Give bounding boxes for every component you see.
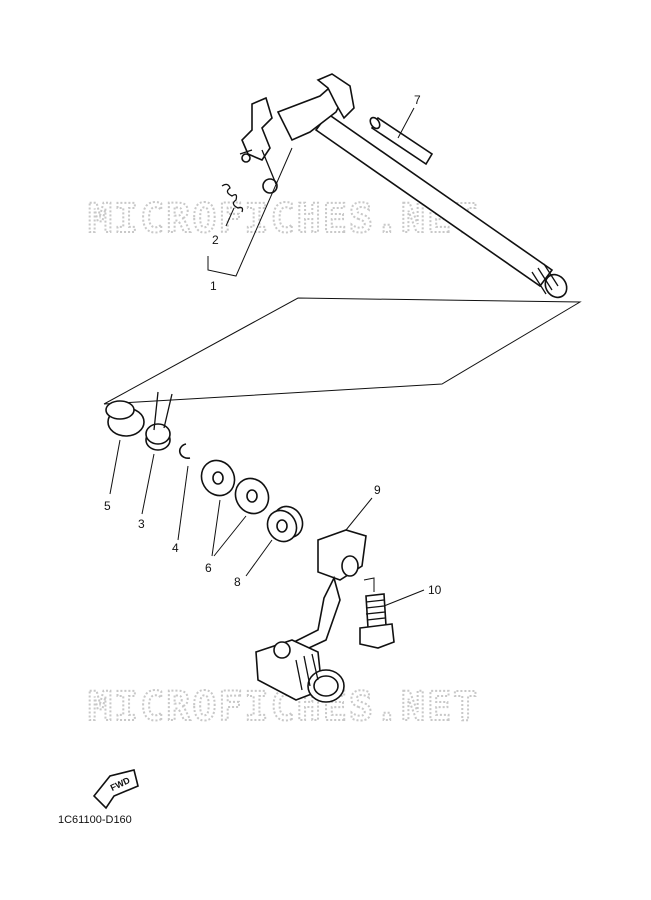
part-spring-small[interactable] [221, 183, 244, 227]
fwd-arrow-icon: FWD [92, 769, 139, 810]
part-shift-pedal[interactable] [255, 497, 373, 703]
callout-1[interactable]: 1 [210, 279, 217, 293]
callout-3[interactable]: 3 [138, 517, 145, 531]
watermark-top: MICROFICHES.NET [88, 196, 479, 242]
callout-5[interactable]: 5 [104, 499, 111, 513]
callout-8[interactable]: 8 [234, 575, 241, 589]
part-bolt[interactable] [359, 577, 425, 649]
part-collar[interactable] [105, 400, 145, 495]
part-bearing[interactable] [245, 501, 308, 577]
part-washers[interactable] [195, 454, 275, 557]
callout-10[interactable]: 10 [428, 583, 442, 597]
part-circlip[interactable] [177, 443, 191, 541]
assembly-outline [103, 297, 582, 405]
part-torsion-spring[interactable] [141, 391, 173, 515]
callout-4[interactable]: 4 [172, 541, 179, 555]
diagram-code: 1C61100-D160 [58, 814, 132, 826]
callout-9[interactable]: 9 [374, 483, 381, 497]
part-shift-shaft[interactable] [239, 73, 571, 302]
part-pin[interactable] [368, 107, 434, 166]
callout-2[interactable]: 2 [212, 233, 219, 247]
callout-6[interactable]: 6 [205, 561, 212, 575]
callout-7[interactable]: 7 [414, 93, 421, 107]
